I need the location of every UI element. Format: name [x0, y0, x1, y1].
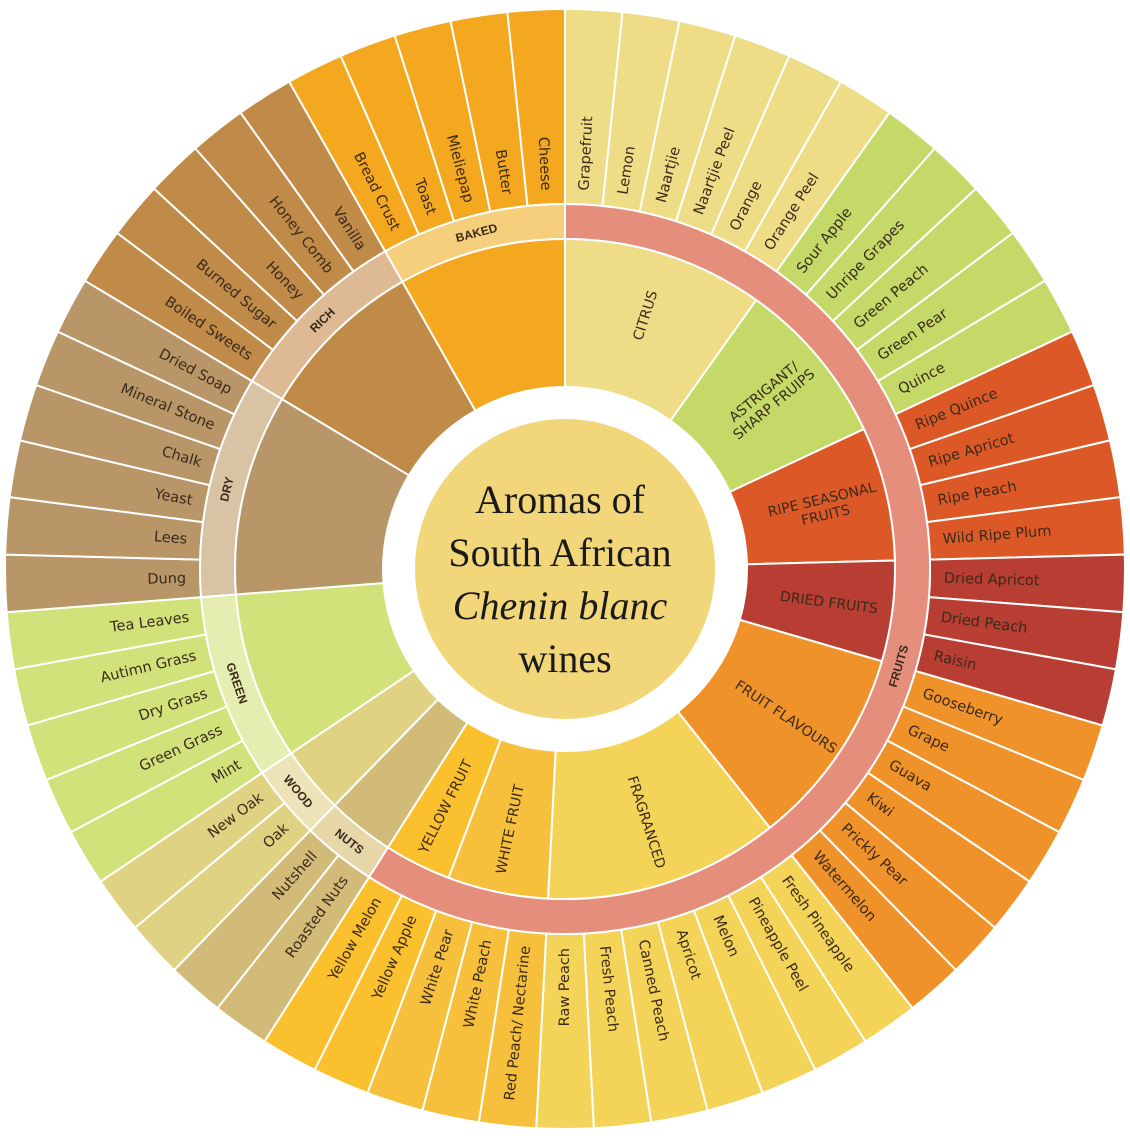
leaf-label-lees: Lees — [153, 529, 187, 548]
leaf-label-cheese-line: Cheese — [535, 137, 554, 191]
leaf-label-yeast: Yeast — [152, 486, 194, 509]
leaf-label-butter: Butter — [492, 148, 515, 195]
leaf-label-raw-peach-line: Raw Peach — [557, 948, 573, 1026]
leaf-label-lemon: Lemon — [615, 145, 638, 196]
leaf-label-dung-line: Dung — [147, 571, 186, 588]
title-line-1: Aromas of — [475, 477, 646, 522]
leaf-label-yeast-line: Yeast — [152, 486, 194, 509]
leaf-label-grapefruit-line: Grapefruit — [577, 116, 597, 191]
leaf-label-lemon-line: Lemon — [615, 145, 638, 196]
leaf-label-cheese: Cheese — [535, 137, 554, 191]
center-disc — [415, 419, 715, 719]
center-title: Aromas of South African Chenin blanc win… — [448, 477, 681, 681]
leaf-ring — [4, 7, 1126, 1131]
title-line-2: South African — [448, 530, 671, 575]
leaf-label-butter-line: Butter — [492, 148, 515, 195]
category-baked-inner — [401, 237, 566, 412]
category-ring — [234, 237, 896, 900]
leaf-label-lees-line: Lees — [153, 529, 187, 548]
leaf-label-dried-apricot: Dried Apricot — [944, 571, 1040, 589]
title-line-4: wines — [518, 636, 611, 681]
group-label-dry: DRY — [217, 475, 236, 502]
leaf-label-raw-peach: Raw Peach — [557, 948, 573, 1026]
title-line-3: Chenin blanc — [453, 583, 668, 628]
leaf-label-dung: Dung — [147, 571, 186, 588]
leaf-label-grapefruit: Grapefruit — [577, 116, 597, 191]
leaf-label-dried-apricot-line: Dried Apricot — [944, 571, 1040, 589]
